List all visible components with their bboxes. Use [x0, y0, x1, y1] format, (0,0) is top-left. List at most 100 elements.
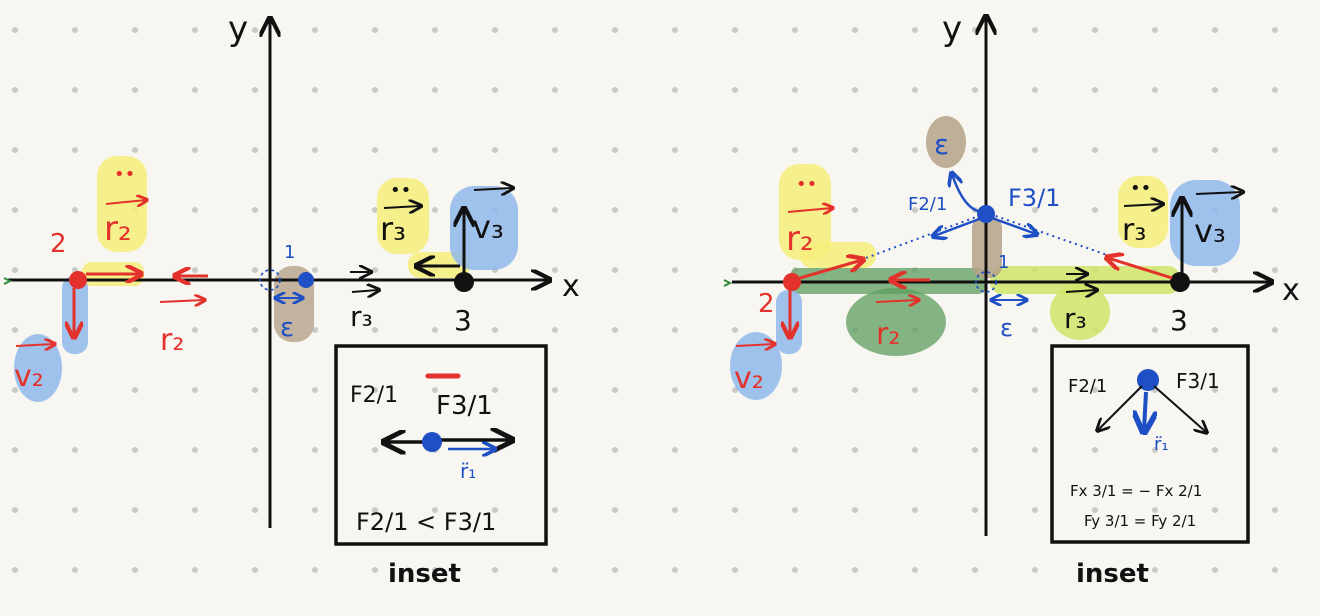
grid-dot — [552, 387, 558, 393]
grid-dot — [612, 567, 618, 573]
grid-dot — [972, 507, 978, 513]
grid-dot — [372, 27, 378, 33]
grid-dot — [1272, 267, 1278, 273]
grid-dot — [132, 27, 138, 33]
grid-dot — [792, 27, 798, 33]
r2-bottom-label: r₂ — [876, 317, 900, 352]
grid-dot — [972, 87, 978, 93]
grid-dot — [972, 27, 978, 33]
grid-dot — [732, 147, 738, 153]
grid-dot — [732, 507, 738, 513]
r3-top-label: r₃ — [380, 210, 406, 248]
f21-arrow — [934, 216, 983, 236]
r3-diag-arrow — [1108, 258, 1173, 280]
grid-dot — [1272, 27, 1278, 33]
x-axis-label: x — [1282, 273, 1300, 308]
grid-dot — [1212, 27, 1218, 33]
left-inset: F2/1 F3/1 r̈₁ F2/1 < F3/1 inset — [334, 344, 548, 589]
grid-dot — [252, 27, 258, 33]
grid-dot — [792, 147, 798, 153]
grid-dot — [252, 267, 258, 273]
grid-dot — [1212, 387, 1218, 393]
grid-dot — [552, 507, 558, 513]
grid-dot — [492, 147, 498, 153]
grid-dot — [672, 507, 678, 513]
r2-top-dots: •• — [796, 174, 817, 195]
epsilon-top-label: ε — [934, 128, 949, 161]
grid-dot — [12, 27, 18, 33]
right-panel: y x 2 r₂ •• r₂ v₂ 1 ε F2/1 F3/1 ε r₃ — [723, 9, 1300, 589]
grid-dot — [132, 87, 138, 93]
highlight-r3-top — [377, 178, 429, 254]
r2-bottom-vector-bar — [875, 300, 918, 302]
grid-dot — [1212, 147, 1218, 153]
grid-dot — [312, 267, 318, 273]
eps-curve-arrow — [952, 174, 983, 214]
r3-top-dots: •• — [390, 180, 411, 201]
grid-dot — [1092, 87, 1098, 93]
grid-dot — [732, 447, 738, 453]
f21-label: F2/1 — [908, 194, 947, 215]
grid-dot — [12, 267, 18, 273]
grid-dot — [1032, 147, 1038, 153]
inset-relation: F2/1 < F3/1 — [356, 508, 496, 536]
dotted-link-1-3 — [989, 213, 1111, 257]
grid-dot — [1032, 507, 1038, 513]
grid-dot — [672, 327, 678, 333]
grid-dot — [612, 507, 618, 513]
grid-dot — [12, 207, 18, 213]
grid-dot — [1152, 507, 1158, 513]
grid-dot — [252, 387, 258, 393]
left-panel: y x 2 r₂ •• r₂ v₂ 1 ε r₃ 3 r₃ •• v₃ — [3, 9, 580, 589]
inset-eq-x: Fx 3/1 = − Fx 2/1 — [1070, 482, 1202, 500]
v2-vector-bar — [15, 344, 54, 346]
grid-dot — [912, 447, 918, 453]
grid-dot — [1212, 327, 1218, 333]
grid-dot — [72, 447, 78, 453]
grid-dot — [132, 387, 138, 393]
grid-dot — [852, 507, 858, 513]
grid-dot — [12, 447, 18, 453]
inset-r1-accel: r̈₁ — [460, 459, 476, 483]
grid-dot — [912, 387, 918, 393]
grid-dot — [432, 327, 438, 333]
grid-dot — [552, 207, 558, 213]
r2-bottom-vector-bar — [159, 300, 204, 302]
grid-dot — [852, 147, 858, 153]
grid-dot — [372, 387, 378, 393]
grid-dot — [372, 207, 378, 213]
inset-particle-1 — [422, 432, 442, 452]
particle-1 — [977, 205, 995, 223]
grid-dot — [252, 147, 258, 153]
grid-dot — [972, 387, 978, 393]
particle-3-label: 3 — [454, 304, 472, 337]
grid-dot — [312, 87, 318, 93]
grid-dot — [1092, 447, 1098, 453]
grid-dot — [312, 447, 318, 453]
grid-dot — [672, 447, 678, 453]
r2-top-dots: •• — [114, 164, 135, 185]
grid-dot — [1032, 567, 1038, 573]
grid-dot — [732, 267, 738, 273]
grid-dot — [972, 447, 978, 453]
highlight-r3-top — [1118, 176, 1168, 248]
grid-dot — [72, 567, 78, 573]
grid-dot — [432, 147, 438, 153]
grid-dot — [72, 507, 78, 513]
r3-top-label: r₃ — [1122, 213, 1146, 248]
grid-dot — [432, 507, 438, 513]
particle-3-label: 3 — [1170, 304, 1188, 337]
grid-dot — [492, 87, 498, 93]
grid-dot — [672, 567, 678, 573]
grid-dot — [372, 567, 378, 573]
v2-vector-bar — [735, 344, 774, 346]
grid-dot — [792, 507, 798, 513]
grid-dot — [252, 87, 258, 93]
grid-dot — [72, 27, 78, 33]
grid-dot — [552, 147, 558, 153]
grid-dot — [1092, 147, 1098, 153]
grid-dot — [1272, 87, 1278, 93]
grid-dot — [672, 147, 678, 153]
grid-dot — [192, 27, 198, 33]
grid-dot — [132, 507, 138, 513]
